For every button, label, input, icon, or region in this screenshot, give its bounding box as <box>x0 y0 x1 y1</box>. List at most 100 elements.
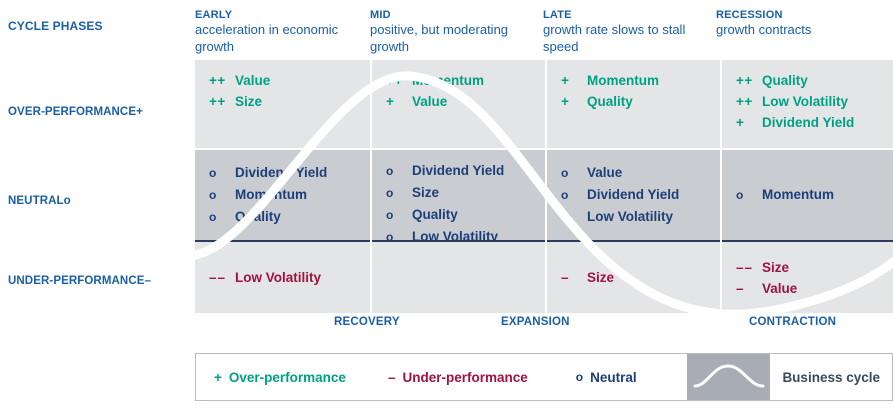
circle-icon: o <box>736 188 744 202</box>
factor-label: Momentum <box>235 187 307 202</box>
factor-item: o Quality <box>386 204 545 226</box>
factor-item: –Value <box>736 278 893 299</box>
cycle-phases-text: CYCLE PHASES <box>8 19 103 33</box>
phase-label-recovery: RECOVERY <box>334 316 400 328</box>
factor-item: ++Quality <box>736 70 893 91</box>
matrix-cell-under-mid <box>372 242 545 313</box>
legend-cycle-swatch <box>687 354 771 400</box>
factor-item: + Dividend Yield <box>736 112 893 133</box>
circle-icon: o <box>386 208 394 222</box>
factor-item: –– Size <box>736 257 893 278</box>
factor-item: ––Low Volatility <box>209 267 370 288</box>
over-performance-symbol: + <box>136 106 143 118</box>
column-header-mid: MID positive, but moderating growth <box>370 8 543 60</box>
row-label-under-performance: UNDER-PERFORMANCE– <box>8 275 151 287</box>
factor-item: – Size <box>561 267 720 288</box>
factor-label: Dividend Yield <box>412 163 505 178</box>
matrix-cell-over-mid: ++ Momentum + Value <box>372 60 545 150</box>
factor-label: Momentum <box>587 73 659 88</box>
legend-label: Neutral <box>590 369 637 385</box>
factor-label: Size <box>587 270 615 285</box>
minus-icon: – <box>561 270 570 285</box>
under-performance-text: UNDER-PERFORMANCE <box>8 275 145 287</box>
minus-icon: –– <box>736 259 754 275</box>
plus-icon: + <box>736 115 745 130</box>
factor-label: Value <box>762 280 798 296</box>
item-list: –– Size –Value <box>736 257 893 299</box>
factor-label: Dividend Yield <box>587 187 680 202</box>
plus-icon: ++ <box>736 94 753 109</box>
column-title: EARLY <box>195 9 233 21</box>
matrix-cell-over-recession: ++Quality ++ Low Volatility + Dividend Yield <box>722 60 893 150</box>
factor-label: Quality <box>762 73 808 88</box>
column-headers: EARLY acceleration in economic growth MI… <box>195 8 893 60</box>
phase-labels: RECOVERY EXPANSION CONTRACTION <box>195 316 893 334</box>
legend-item-under-performance: – Under-performance <box>388 354 528 400</box>
matrix-cell-under-early: ––Low Volatility <box>195 242 370 313</box>
item-list: ––Low Volatility <box>209 267 370 288</box>
phase-label-contraction: CONTRACTION <box>749 316 837 328</box>
column-header-recession: RECESSION growth contracts <box>716 8 893 60</box>
plus-icon: + <box>561 94 570 109</box>
plus-icon: + <box>386 94 395 109</box>
circle-icon: o <box>386 230 394 242</box>
factor-label: Quality <box>235 209 281 224</box>
legend-business-cycle-label: Business cycle <box>782 369 880 385</box>
column-description: acceleration in economic growth <box>195 22 339 54</box>
factor-label: Low Volatility <box>762 94 849 109</box>
factor-item: ++ Low Volatility <box>736 91 893 112</box>
legend-item-neutral: o Neutral <box>576 354 637 400</box>
neutral-symbol: o <box>63 195 71 207</box>
factor-label: Size <box>412 185 440 200</box>
factor-item: o Quality <box>209 206 370 228</box>
item-list: – Size <box>561 267 720 288</box>
circle-icon: o <box>561 188 569 202</box>
column-description: growth contracts <box>716 22 812 37</box>
item-list: ++ Momentum + Value <box>386 70 545 112</box>
circle-icon: o <box>209 166 217 180</box>
minus-icon: – <box>387 369 396 385</box>
factor-label: Quality <box>412 207 458 222</box>
factor-label: Quality <box>587 94 633 109</box>
matrix-cell-over-early: ++Value++Size <box>195 60 370 150</box>
factor-label: Low Volatility <box>587 209 674 224</box>
column-header-early: EARLY acceleration in economic growth <box>195 8 370 60</box>
row-label-over-performance: OVER-PERFORMANCE+ <box>8 106 143 118</box>
factor-label: Low Volatility <box>412 229 499 242</box>
legend-label: Over-performance <box>228 369 346 385</box>
plus-icon: + <box>214 369 222 385</box>
factor-item: o Low Volatility <box>386 226 545 242</box>
factor-matrix: ++Value++Size ++Momentum+Value +Momentum… <box>195 60 893 313</box>
factor-item: o Momentum <box>209 184 370 206</box>
factor-label: Value <box>412 94 448 109</box>
circle-icon: o <box>209 188 217 202</box>
factor-item: +Momentum <box>561 70 720 91</box>
circle-icon: o <box>209 210 217 224</box>
circle-icon: o <box>561 210 569 224</box>
factor-label: Momentum <box>412 73 484 88</box>
factor-item: ++Size <box>209 91 370 112</box>
wave-icon <box>693 364 765 388</box>
plus-icon: ++ <box>386 73 403 88</box>
factor-item: ++ Momentum <box>386 70 545 91</box>
item-list: +Momentum + Quality <box>561 70 720 112</box>
factor-item: + Value <box>386 91 545 112</box>
circle-icon: o <box>561 166 569 180</box>
factor-label: Low Volatility <box>235 270 322 285</box>
column-title: MID <box>370 9 391 21</box>
factor-label: Size <box>762 259 790 275</box>
factor-label: Dividend Yield <box>762 115 855 130</box>
factor-label: Size <box>235 94 263 109</box>
circle-icon: o <box>575 370 584 384</box>
